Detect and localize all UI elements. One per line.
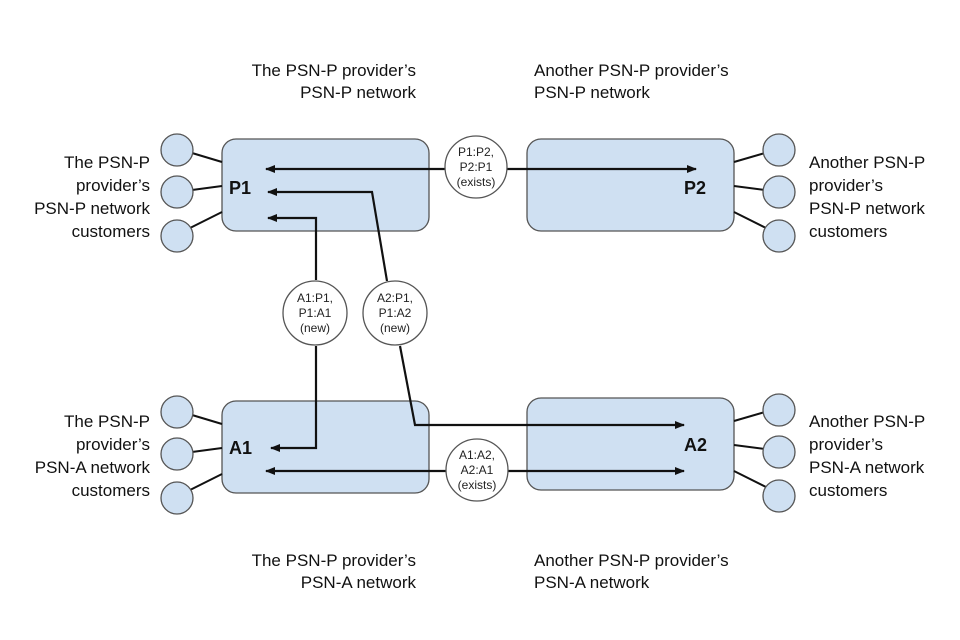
customer-node[interactable] [160,437,194,471]
node-label-a1: A1 [229,438,252,458]
svg-text:P1:P2,: P1:P2, [458,145,494,159]
svg-text:A1:P1,: A1:P1, [297,291,333,305]
customer-node[interactable] [762,175,796,209]
p1-network-box[interactable] [221,138,430,232]
a2-customers [762,393,796,513]
customer-node[interactable] [160,395,194,429]
node-label-p2: P2 [684,178,706,198]
a2-customer-links [733,411,769,489]
svg-text:PSN-A network: PSN-A network [35,458,151,477]
a1-customer-links [187,414,223,492]
p1-customers [160,133,194,253]
svg-text:Another PSN-P: Another PSN-P [809,412,925,431]
title-p1-network: The PSN-P provider’s PSN-P network [252,61,417,102]
svg-text:provider’s: provider’s [76,435,150,454]
customer-node[interactable] [160,133,194,167]
svg-text:The PSN-P provider’s: The PSN-P provider’s [252,551,416,570]
node-label-a2: A2 [684,435,707,455]
svg-text:A2:A1: A2:A1 [461,463,494,477]
svg-text:customers: customers [72,481,150,500]
customer-node[interactable] [762,393,796,427]
customer-node[interactable] [762,133,796,167]
p1-customer-links [187,152,223,230]
svg-text:provider’s: provider’s [809,435,883,454]
svg-text:PSN-P network: PSN-P network [300,83,416,102]
edge-a2-to-p1 [267,188,389,282]
svg-text:PSN-P network: PSN-P network [809,199,925,218]
svg-text:(new): (new) [300,321,330,335]
customer-node[interactable] [160,219,194,253]
svg-text:customers: customers [72,222,150,241]
svg-text:PSN-P network: PSN-P network [34,199,150,218]
svg-text:P2:P1: P2:P1 [460,160,493,174]
link-bubble-a1-a2[interactable]: A1:A2, A2:A1 (exists) [445,438,509,502]
link-bubble-a1-p1[interactable]: A1:P1, P1:A1 (new) [282,280,348,346]
svg-text:PSN-P network: PSN-P network [534,83,650,102]
edge-p1-to-a2 [398,345,685,429]
link-bubble-p1-p2[interactable]: P1:P2, P2:P1 (exists) [444,135,508,199]
p2-customer-links [733,152,769,230]
svg-text:The PSN-P: The PSN-P [64,412,150,431]
title-p2-network: Another PSN-P provider’s PSN-P network [534,61,729,102]
title-a1-network: The PSN-P provider’s PSN-A network [252,551,417,592]
svg-text:customers: customers [809,481,887,500]
svg-text:provider’s: provider’s [809,176,883,195]
p1-customers-label: The PSN-P provider’s PSN-P network custo… [34,153,150,241]
p2-customers [762,133,796,253]
svg-text:The PSN-P provider’s: The PSN-P provider’s [252,61,416,80]
svg-text:(exists): (exists) [458,478,497,492]
customer-node[interactable] [160,481,194,515]
svg-text:Another PSN-P provider’s: Another PSN-P provider’s [534,61,729,80]
svg-text:PSN-A network: PSN-A network [534,573,650,592]
link-bubble-a2-p1[interactable]: A2:P1, P1:A2 (new) [362,280,428,346]
customer-node[interactable] [160,175,194,209]
a1-customers-label: The PSN-P provider’s PSN-A network custo… [35,412,151,500]
edge-a1-to-p1 [267,214,318,280]
svg-text:PSN-A network: PSN-A network [809,458,925,477]
svg-text:A2:P1,: A2:P1, [377,291,413,305]
customer-node[interactable] [762,479,796,513]
svg-text:provider’s: provider’s [76,176,150,195]
p2-customers-label: Another PSN-P provider’s PSN-P network c… [809,153,925,241]
svg-text:The PSN-P: The PSN-P [64,153,150,172]
svg-text:customers: customers [809,222,887,241]
node-label-p1: P1 [229,178,251,198]
customer-node[interactable] [762,219,796,253]
p2-network-box[interactable] [526,138,735,232]
svg-text:PSN-A network: PSN-A network [301,573,417,592]
title-a2-network: Another PSN-P provider’s PSN-A network [534,551,729,592]
svg-text:A1:A2,: A1:A2, [459,448,495,462]
svg-text:P1:A1: P1:A1 [299,306,332,320]
a1-customers [160,395,194,515]
a2-customers-label: Another PSN-P provider’s PSN-A network c… [809,412,925,500]
a1-network-box[interactable] [221,400,430,494]
svg-text:P1:A2: P1:A2 [379,306,412,320]
svg-text:Another PSN-P: Another PSN-P [809,153,925,172]
svg-text:Another PSN-P provider’s: Another PSN-P provider’s [534,551,729,570]
svg-text:(new): (new) [380,321,410,335]
customer-node[interactable] [762,435,796,469]
edge-p1-to-a1 [270,346,318,452]
svg-text:(exists): (exists) [457,175,496,189]
